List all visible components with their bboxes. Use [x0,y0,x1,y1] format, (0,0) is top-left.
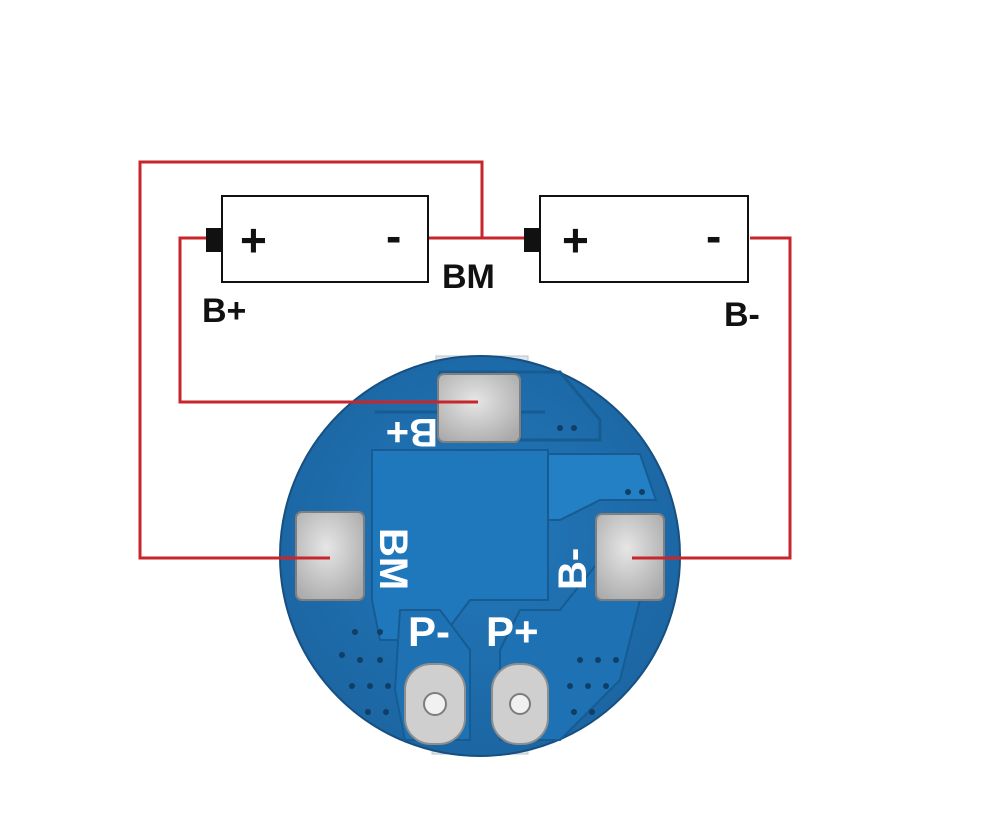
battery-1-plus: + [240,214,267,266]
battery-1-body [221,195,429,283]
battery-1-terminal [206,228,222,252]
hole-p-plus [491,663,549,745]
silk-b-minus: B- [551,548,595,590]
via-grid-right [557,425,645,715]
hole-p-minus [404,663,466,745]
silk-b-plus: B+ [386,410,438,454]
wires [138,160,792,560]
silk-p-plus: P+ [486,608,539,655]
battery-1: + - [206,195,429,283]
battery-2-terminal [524,228,540,252]
battery-2: + - [524,195,749,283]
label-b-plus: B+ [202,292,246,330]
trace-center [371,449,549,641]
via-grid-left [339,629,391,715]
label-b-minus: B- [724,296,760,334]
battery-1-minus: - [386,210,401,262]
label-bm: BM [442,258,495,296]
silk-bm: BM [371,528,415,590]
wire-b-minus [632,236,792,560]
silk-p-minus: P- [408,608,450,655]
pad-b-plus [437,373,521,443]
protection-board: B+ BM B- P- P+ [279,355,681,757]
wire-b-plus [178,236,478,404]
pad-bm [295,511,365,601]
battery-2-minus: - [706,210,721,262]
battery-2-body [539,195,749,283]
wire-bm [138,160,484,560]
battery-2-plus: + [562,214,589,266]
